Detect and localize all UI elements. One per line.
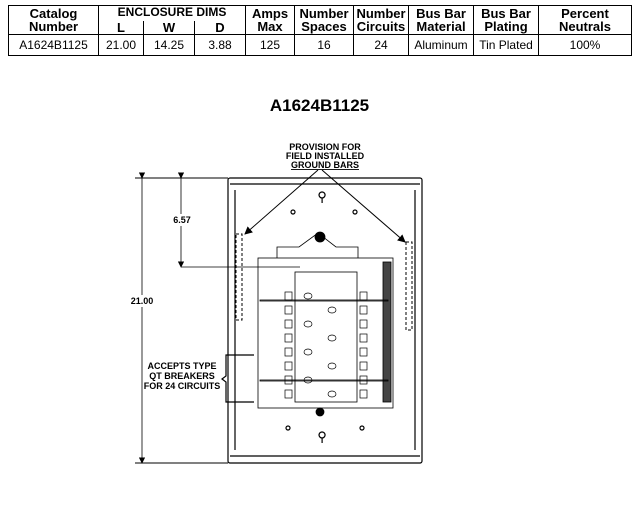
breaker-slot	[359, 347, 368, 357]
bus-stab	[303, 292, 313, 300]
breaker-slot	[284, 305, 293, 315]
svg-text:GROUND BARS: GROUND BARS	[291, 160, 359, 170]
ground-arrow-left	[244, 169, 319, 235]
ground-bar-provisions	[235, 233, 413, 331]
cell-material: Aluminum	[408, 34, 474, 56]
breaker-slot	[284, 333, 293, 343]
cell-catalog: A1624B1125	[8, 34, 99, 56]
breaker-slot	[359, 361, 368, 371]
breaker-slot	[284, 375, 293, 385]
ground-arrow-right	[321, 169, 406, 243]
cell-d: 3.88	[194, 34, 246, 56]
interior-assembly	[257, 231, 394, 417]
bus-stab	[327, 390, 337, 398]
breaker-slot	[359, 291, 368, 301]
svg-text:PROVISION FOR: PROVISION FOR	[289, 142, 361, 152]
svg-text:FIELD INSTALLED: FIELD INSTALLED	[286, 151, 365, 161]
bus-stab	[327, 334, 337, 342]
bus-stab	[303, 376, 313, 384]
bus-stab	[327, 306, 337, 314]
svg-text:ACCEPTS TYPE: ACCEPTS TYPE	[147, 361, 216, 371]
breaker-slot	[284, 319, 293, 329]
cell-l: 21.00	[98, 34, 144, 56]
breaker-slot	[284, 389, 293, 399]
cell-spaces: 16	[294, 34, 354, 56]
ground-note: PROVISION FOR FIELD INSTALLED GROUND BAR…	[286, 142, 365, 170]
breaker-slot	[359, 375, 368, 385]
breaker-slot	[359, 333, 368, 343]
breaker-slot	[359, 305, 368, 315]
dimension-offset: 6.57	[168, 172, 300, 268]
breaker-slot	[359, 389, 368, 399]
cell-circuits: 24	[353, 34, 409, 56]
breaker-note: ACCEPTS TYPE QT BREAKERS FOR 24 CIRCUITS	[144, 354, 254, 403]
breaker-slots	[284, 291, 368, 399]
bus-stab	[303, 348, 313, 356]
bus-stab	[303, 320, 313, 328]
cell-neutrals: 100%	[538, 34, 632, 56]
breaker-slot	[284, 361, 293, 371]
breaker-slot	[284, 347, 293, 357]
svg-text:6.57: 6.57	[173, 215, 191, 225]
breaker-slot	[359, 319, 368, 329]
breaker-slot	[284, 291, 293, 301]
cell-w: 14.25	[143, 34, 195, 56]
svg-text:FOR 24 CIRCUITS: FOR 24 CIRCUITS	[144, 381, 221, 391]
table-row: A1624B1125 21.00 14.25 3.88 125 16 24 Al…	[8, 34, 632, 56]
bus-stab	[327, 362, 337, 370]
dimension-height: 21.00	[124, 172, 228, 464]
svg-text:21.00: 21.00	[131, 296, 154, 306]
header-enclosure-dims: ENCLOSURE DIMS	[98, 5, 246, 21]
enclosure-outline	[227, 177, 423, 464]
cell-plating: Tin Plated	[473, 34, 539, 56]
svg-text:QT BREAKERS: QT BREAKERS	[149, 371, 215, 381]
drawing-title: A1624B1125	[269, 96, 370, 115]
